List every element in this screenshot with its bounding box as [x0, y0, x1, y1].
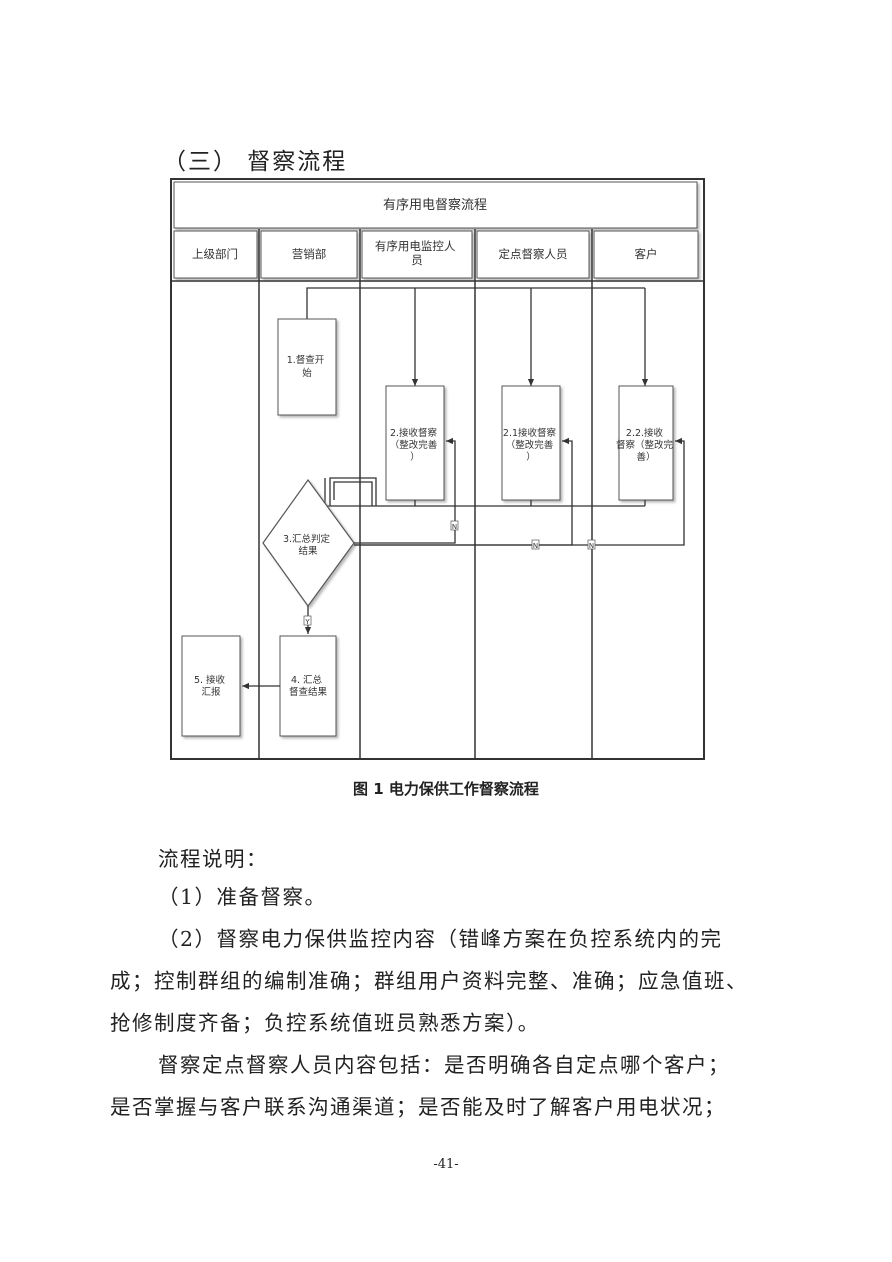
body-item-1: （1）准备督察。: [158, 885, 327, 909]
connector-n-3: N: [589, 542, 594, 550]
step-receive-monitor-label: 2.接收督察 （整改完善 ）: [390, 427, 441, 463]
flowchart: 有序用电督察流程 上级部门 营销部 有序用电监控人 员 定点督察人员 客户 1.…: [170, 178, 705, 760]
step-receive-monitor-box: [385, 385, 445, 501]
body-item-2-line-2: 成；控制群组的编制准确；群组用户资料完整、准确；应急值班、: [110, 969, 748, 993]
lane-header-monitor: [361, 230, 473, 279]
flowchart-title: 有序用电督察流程: [383, 198, 487, 213]
step-receive-customer-label: 2.2.接收 督察（整改完 善）: [616, 427, 676, 463]
body-intro: 流程说明：: [158, 847, 268, 871]
step-start-label: 1.督查开 始: [287, 354, 328, 379]
step-summarize-box: [279, 635, 337, 737]
step-receive-point-box: [501, 385, 561, 501]
flowchart-title-box: [173, 181, 698, 229]
flowchart-frame: [170, 178, 705, 760]
connector-n-2: N: [533, 542, 538, 550]
body-para-line-2: 是否掌握与客户联系沟通渠道；是否能及时了解客户用电状况；: [110, 1095, 726, 1119]
body-item-2-line-3: 抢修制度齐备；负控系统值班员熟悉方案）。: [110, 1011, 540, 1035]
figure-caption: 图 1 电力保供工作督察流程: [353, 780, 539, 798]
lane-label-point-inspector: 定点督察人员: [499, 247, 568, 261]
lane-label-monitor: 有序用电监控人 员: [375, 239, 459, 267]
step-report-label: 5. 接收 汇报: [194, 674, 228, 698]
connector-y: Y: [304, 618, 310, 626]
connector-n-1: N: [452, 523, 457, 531]
step-start-box: [277, 318, 337, 416]
lane-header-point-inspector: [476, 230, 590, 279]
step-receive-customer-box: [618, 385, 674, 501]
lane-label-superior: 上级部门: [192, 247, 238, 261]
body-item-2-line-1: （2）督察电力保供监控内容（错峰方案在负控系统内的完: [158, 927, 723, 951]
step-receive-point-label: 2.1接收督察 （整改完善 ）: [503, 427, 559, 463]
lane-header-customer: [593, 230, 699, 279]
step-judge-label: 3.汇总判定 结果: [283, 533, 333, 557]
lane-header-superior: [173, 230, 258, 279]
lane-header-marketing: [260, 230, 358, 279]
lane-label-customer: 客户: [635, 247, 658, 261]
section-heading: （三） 督察流程: [163, 149, 348, 175]
page-number: -41-: [433, 1157, 459, 1172]
step-report-box: [181, 635, 241, 737]
body-para-line-1: 督察定点督察人员内容包括：是否明确各自定点哪个客户；: [158, 1053, 730, 1077]
lane-label-marketing: 营销部: [292, 247, 327, 261]
step-summarize-label: 4. 汇总 督查结果: [289, 674, 328, 698]
